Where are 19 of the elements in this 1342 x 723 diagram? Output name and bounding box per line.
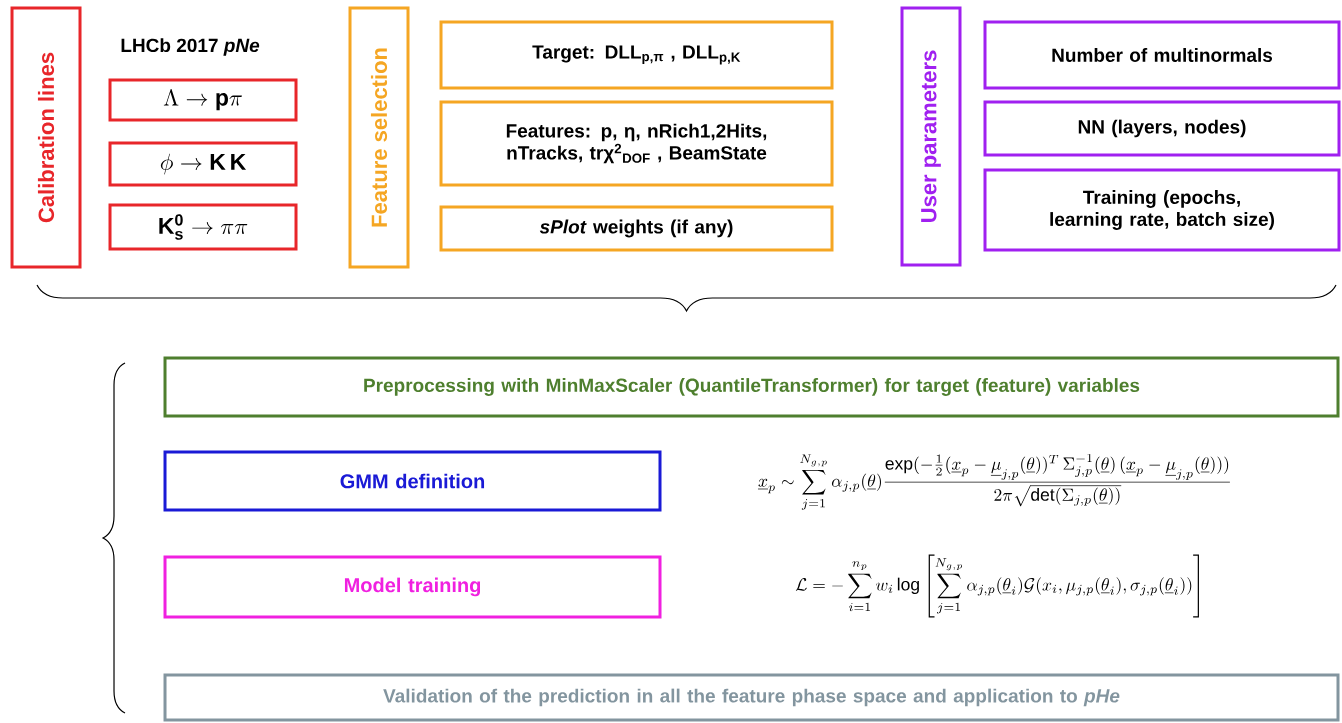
- formula: $\mathcal{L} = -\sum_{i=1}^{n_p} w_i \log\left[\sum_{j=1}^{N_{g,p}} \alpha_{j,p}(\underline{\theta}_i)\mathcal{G}(x_i,\mu_{j,p}(\underline{\theta}_i),\sigma_{j,p}(\underline{\theta}_i))\right]$: [795, 554, 1199, 618]
- step-box: Training (epochs, learning rate, batch size): [983, 168, 1341, 252]
- decay-box: $\Lambda \rightarrow \mathbf{p}\pi$: [108, 78, 298, 122]
- step-box: GMM definition: [163, 450, 662, 512]
- decay-box: $\phi \rightarrow \mathbf{K}\,\mathbf{K}$: [108, 141, 298, 187]
- step-box: Preprocessing with MinMaxScaler (QuantileTransformer) for target (feature) variables: [163, 356, 1340, 418]
- section-box: Calibration lines: [10, 6, 82, 269]
- step-box: Number of multinormals: [983, 20, 1341, 90]
- step-box: Model training: [163, 555, 662, 619]
- heading: LHCb 2017 pNe: [121, 38, 260, 56]
- step-box: sPlot weights (if any): [439, 205, 834, 252]
- formula: $\underline{x}_p \sim \sum_{j=1}^{N_{g,p}} \alpha_{j,p}(\underline{\theta})\frac{\exp(-\frac{1}{2}(\underline{x}_p-\underline{\mu}_{j,p}(\underline{\theta}))^T\,\Sigma^{-1}_{j,p}(\underline{\theta})\,(\underline{x}_p-\underline{\mu}_{j,p}(\underline{\theta})))}{2\pi\sqrt{\det(\Sigma_{j,p}(\underline{\theta}))}}$: [758, 453, 1230, 510]
- section-box: Feature selection: [348, 6, 410, 269]
- section-box: User parameters: [900, 6, 962, 267]
- decay-box: $\mathbf{K^0_s} \rightarrow \pi\pi$: [108, 203, 298, 251]
- step-box: Validation of the prediction in all the feature phase space and application to pHe: [163, 673, 1340, 722]
- step-box: Target: DLL$_{p,π}$ , DLL$_{p,K}$: [439, 20, 834, 90]
- step-box: NN (layers, nodes): [983, 100, 1341, 157]
- step-box: Features: p, η, nRich1,2Hits, nTracks, trχ$^{2}$$_{DOF}$ , BeamState: [439, 100, 834, 187]
